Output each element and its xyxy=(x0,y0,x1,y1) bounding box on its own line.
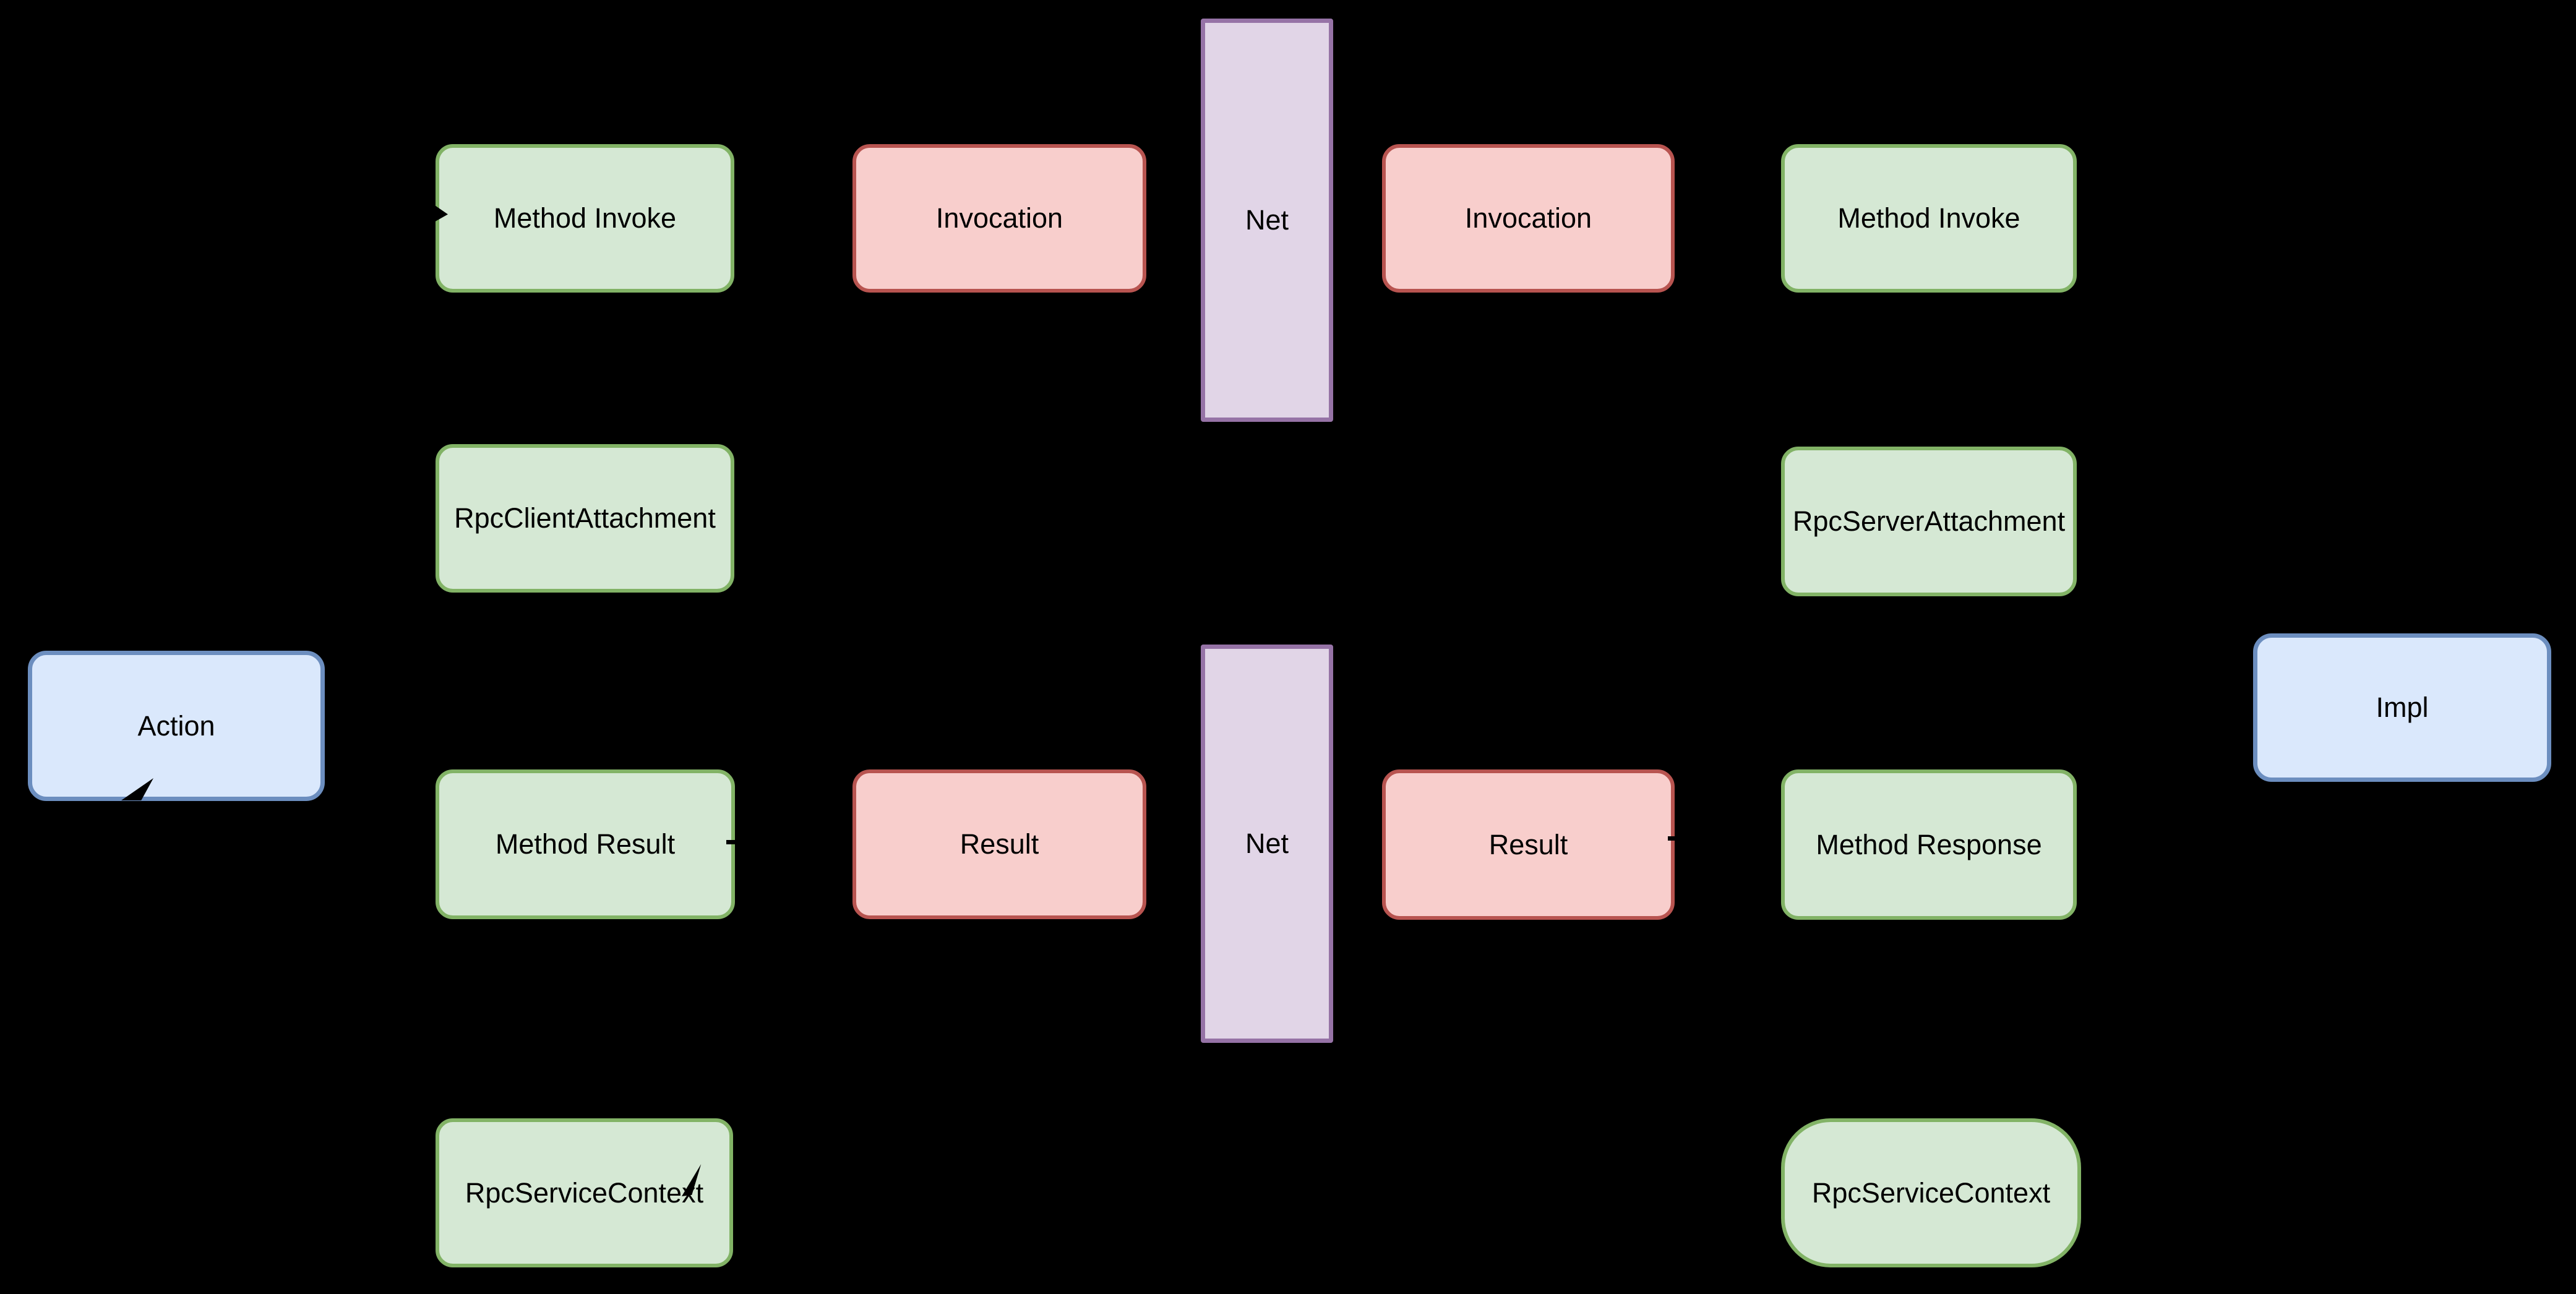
node-invocation-client: Invocation xyxy=(852,144,1146,293)
node-label: Method Result xyxy=(495,828,676,860)
node-label: Net xyxy=(1245,204,1289,236)
node-label: Result xyxy=(1488,828,1568,860)
node-label: Invocation xyxy=(1464,202,1592,234)
node-action: Action xyxy=(28,651,325,801)
node-result-client: Result xyxy=(852,769,1146,919)
node-impl: Impl xyxy=(2253,633,2551,782)
node-rpc-service-context-client: RpcServiceContext xyxy=(436,1118,733,1267)
node-label: Action xyxy=(137,709,215,742)
node-label: RpcServiceContext xyxy=(1811,1176,2051,1209)
node-label: Result xyxy=(960,828,1039,860)
node-label: RpcServiceContext xyxy=(465,1176,704,1209)
node-invocation-server: Invocation xyxy=(1382,144,1675,293)
node-net-bottom: Net xyxy=(1201,645,1333,1043)
node-method-result: Method Result xyxy=(436,769,735,919)
node-method-response: Method Response xyxy=(1781,769,2077,920)
connector-fragment xyxy=(726,840,737,844)
node-label: Impl xyxy=(2376,692,2429,724)
node-label: Method Invoke xyxy=(1837,202,2020,234)
node-label: Net xyxy=(1245,828,1289,860)
node-label: RpcClientAttachment xyxy=(454,502,716,534)
node-result-server: Result xyxy=(1382,769,1675,920)
connector-fragment xyxy=(1668,836,1679,841)
node-method-invoke-client: Method Invoke xyxy=(436,144,734,293)
node-net-top: Net xyxy=(1201,19,1333,422)
node-rpc-client-attachment: RpcClientAttachment xyxy=(436,444,734,593)
node-rpc-service-context-server: RpcServiceContext xyxy=(1781,1118,2081,1267)
node-method-invoke-server: Method Invoke xyxy=(1781,144,2077,293)
node-label: Method Response xyxy=(1816,828,2042,860)
node-label: RpcServerAttachment xyxy=(1792,505,2066,538)
node-label: Method Invoke xyxy=(493,202,677,234)
node-rpc-server-attachment: RpcServerAttachment xyxy=(1781,447,2077,596)
node-label: Invocation xyxy=(935,202,1063,234)
